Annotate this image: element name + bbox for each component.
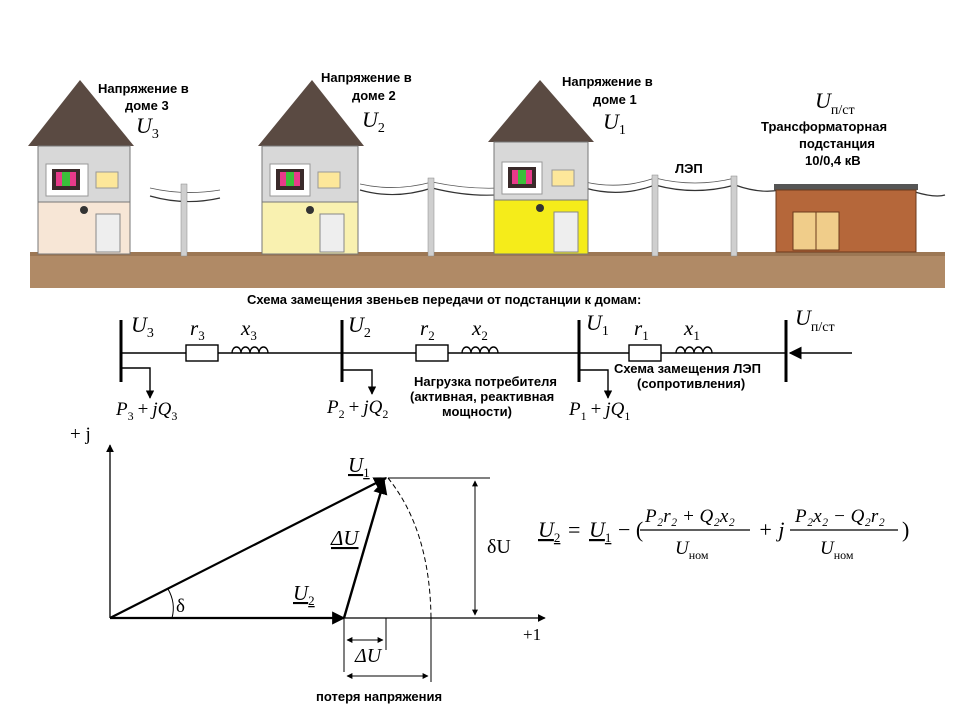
lamp-icon [536,204,544,212]
pole [180,183,188,257]
formula-numerator-1: P₂r₂ + Q₂x₂ [644,506,735,527]
load-3-label: P3+jQ3 [115,399,177,423]
r3-label: r3 [190,316,205,343]
x2-label: x2 [471,316,488,343]
house2-label-line1: Напряжение в [321,70,412,85]
soil-strip [30,252,945,288]
substation-voltage-symbol: Uп/ст [815,88,855,118]
scene-illustration: Напряжение в доме 3 U3 Напряжение в доме… [28,70,946,288]
substation-name-line1: Трансформаторная [761,119,887,134]
resistor-r2 [415,344,449,362]
formula-minus-paren: − ( [618,517,643,542]
house1-label-line2: доме 1 [593,92,637,107]
r2-label: r2 [420,316,435,343]
house-3 [28,80,134,255]
formula-u1: U1 [589,517,611,545]
load-arrow-1 [579,369,613,399]
x1-label: x1 [683,316,700,343]
load-2-label: P2+jQ2 [326,397,388,421]
node-u3-label: U3 [131,312,154,341]
computer-icon [95,171,119,189]
resistor-r1 [628,344,662,362]
circuit-title: Схема замещения звеньев передачи от подс… [247,292,641,307]
load-1-label: P1+jQ1 [568,399,630,423]
source-u-label: Uп/ст [795,305,835,335]
roof [488,80,594,142]
line-note-line2: (сопротивления) [637,376,745,391]
house3-label-line2: доме 3 [125,98,169,113]
pole [427,177,435,257]
formula-denominator-1: Uном [675,538,709,562]
voltage-loss-label: потеря напряжения [316,689,442,704]
substation-roof [774,184,918,190]
load-arrow-3 [121,367,155,399]
line-note-line1: Схема замещения ЛЭП [614,361,761,376]
inductor-x3 [231,346,269,354]
u2-label: U2 [293,581,315,608]
lamp-icon [80,206,88,214]
resistor-r3 [185,344,219,362]
delta-u-vector-label: ΔU [330,526,360,550]
substation-name-line2: подстанция [799,136,875,151]
fridge-icon [95,213,121,253]
roof [28,80,134,146]
u1-vector [109,477,388,619]
load-arrow-2 [342,369,377,395]
voltage-formula: U2 = U1 − ( P₂r₂ + Q₂x₂ Uном + j P₂x₂ − … [538,506,909,562]
roof [258,80,364,146]
node-u2-label: U2 [348,312,371,341]
house3-label-line1: Напряжение в [98,81,189,96]
house1-voltage-symbol: U1 [603,109,626,138]
pole [730,175,738,257]
formula-close-paren: ) [902,517,909,542]
formula-lhs: U2 [538,517,560,545]
substation-name-line3: 10/0,4 кВ [805,153,861,168]
inductor-x1 [675,346,713,354]
soil-texture [30,252,945,256]
computer-icon [317,171,341,189]
x3-label: x3 [240,316,257,343]
phasor-diagram: + j +1 δ δU U1 U2 ΔU ΔU потеря напряжени… [70,424,546,704]
projection-arc [387,477,432,619]
house-1 [488,80,594,255]
substation-building [774,184,918,253]
real-axis-label: +1 [523,625,541,644]
fridge-icon [319,213,345,253]
delta-u-long-label: ΔU [354,645,383,667]
pole [651,174,659,257]
house1-label-line1: Напряжение в [562,74,653,89]
angle-label: δ [176,596,185,617]
delta-u-vector [342,479,388,619]
load-note-line2: (активная, реактивная [410,389,554,404]
formula-denominator-2: Uном [820,538,854,562]
load-note-line3: мощности) [442,404,512,419]
formula-numerator-2: P₂x₂ − Q₂r₂ [794,506,885,527]
formula-equals: = [568,517,580,542]
computer-icon [551,169,575,187]
delta-u-perp-label: δU [487,536,511,558]
formula-plus-j: + j [758,517,784,542]
power-line-label: ЛЭП [675,161,703,176]
imag-axis-label: + j [70,424,91,445]
equivalent-circuit: Схема замещения звеньев передачи от подс… [115,292,852,423]
fridge-icon [553,211,579,253]
load-note-line1: Нагрузка потребителя [414,374,557,389]
node-u1-label: U1 [586,310,609,339]
house3-voltage-symbol: U3 [136,113,159,142]
inductor-x2 [461,346,499,354]
lamp-icon [306,206,314,214]
house2-voltage-symbol: U2 [362,107,385,136]
angle-arc [167,588,174,619]
house-2 [258,80,364,255]
r1-label: r1 [634,316,649,343]
u1-label: U1 [348,453,370,480]
house2-label-line2: доме 2 [352,88,396,103]
